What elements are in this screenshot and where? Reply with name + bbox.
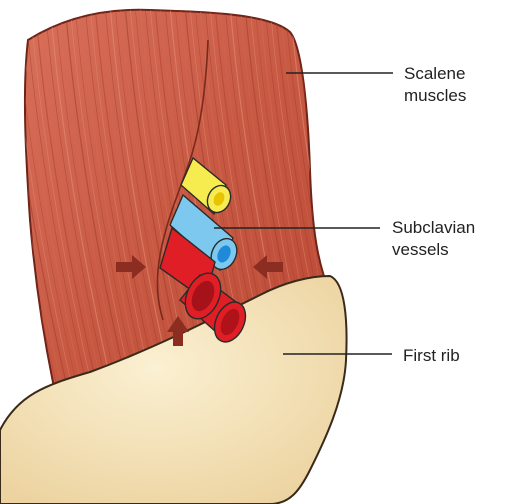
label-first-rib: First rib xyxy=(403,345,460,367)
label-scalene-muscles: Scalene muscles xyxy=(404,63,466,107)
label-subclavian-vessels: Subclavian vessels xyxy=(392,217,475,261)
label-scalene-line-1: Scalene xyxy=(404,63,466,85)
label-rib-line-1: First rib xyxy=(403,345,460,367)
label-vessels-line-2: vessels xyxy=(392,239,475,261)
label-vessels-line-1: Subclavian xyxy=(392,217,475,239)
label-scalene-line-2: muscles xyxy=(404,85,466,107)
